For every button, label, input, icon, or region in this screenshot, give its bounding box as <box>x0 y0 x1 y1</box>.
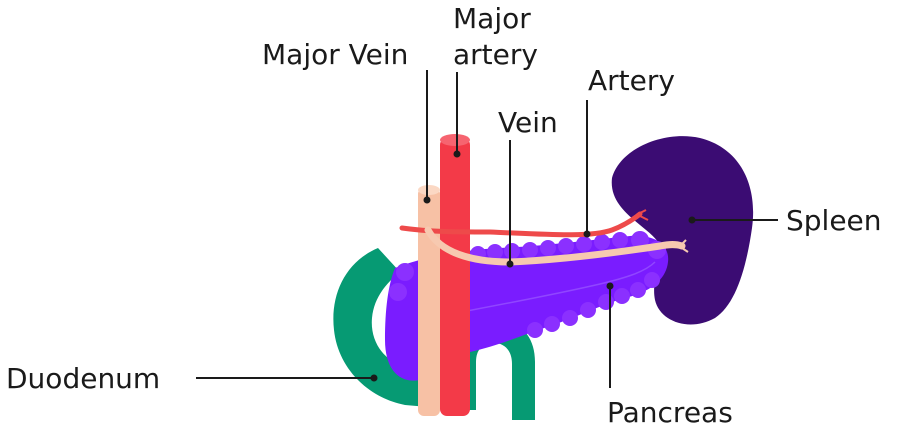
major-artery-dot <box>454 151 461 158</box>
pancreas-label: Pancreas <box>607 396 733 428</box>
major-artery-label-line1: Major <box>453 2 531 35</box>
major-vein-label: Major Vein <box>262 38 408 71</box>
spleen-dot <box>689 217 696 224</box>
pancreas-dot <box>607 283 614 290</box>
spleen-label: Spleen <box>786 204 882 237</box>
spleen-shape <box>612 136 753 324</box>
major-artery-shape <box>440 138 470 416</box>
major-vein-top <box>418 185 440 195</box>
major-artery-top <box>440 134 470 146</box>
duodenum-dot <box>371 375 378 382</box>
major-vein-shape <box>418 188 440 416</box>
vein-label: Vein <box>498 106 558 139</box>
major-vein-dot <box>424 197 431 204</box>
artery-label: Artery <box>588 64 675 97</box>
artery-dot <box>584 231 591 238</box>
vein-dot <box>507 261 514 268</box>
duodenum-label: Duodenum <box>6 362 160 395</box>
major-artery-label-line2: artery <box>453 38 538 71</box>
